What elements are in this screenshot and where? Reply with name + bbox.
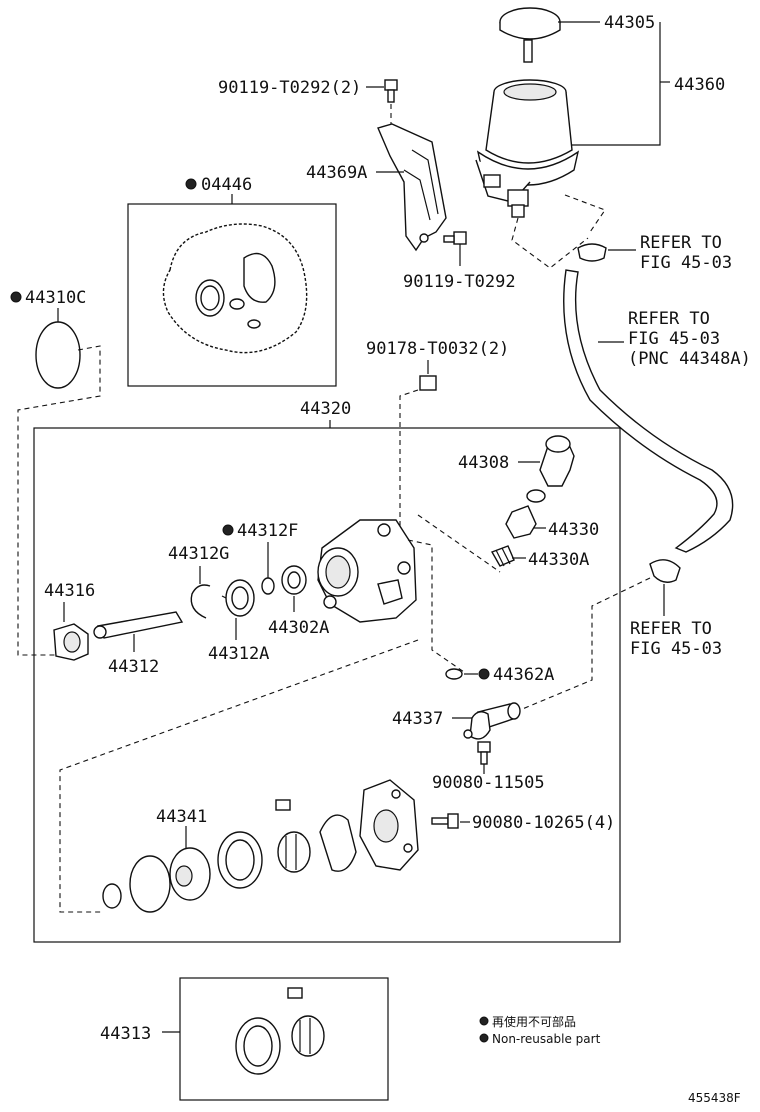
spring-44330A: [490, 545, 515, 567]
label-44330A: 44330A: [528, 550, 589, 570]
shaft-44312: [93, 611, 184, 639]
label-refer-1a: REFER TO: [640, 233, 722, 253]
seal-44302A: [281, 565, 307, 595]
label-44362A: 44362A: [493, 665, 554, 685]
box-44320: [33, 427, 621, 943]
label-44308: 44308: [458, 453, 509, 473]
non-reusable-dot-44362A: [478, 668, 490, 680]
cam-ring-44313: [235, 1017, 281, 1075]
dash-o-ring: [17, 345, 101, 656]
gasket-cover: [319, 814, 357, 872]
label-44305: 44305: [604, 13, 655, 33]
label-44341: 44341: [156, 807, 207, 827]
legend-dot-en: [479, 1033, 489, 1043]
bolt-90119-a: [384, 79, 398, 103]
dash-reservoir-hose-2: [564, 194, 606, 233]
bolt-90119-b: [443, 231, 467, 245]
side-plate-44341: [169, 847, 211, 901]
label-44312G: 44312G: [168, 544, 229, 564]
pulley-44316: [53, 623, 89, 661]
figure-code: 455438F: [688, 1091, 741, 1105]
label-refer-3b: FIG 45-03: [630, 639, 722, 659]
cam-ring: [217, 831, 263, 889]
legend-dot-jp: [479, 1016, 489, 1026]
label-44360: 44360: [674, 75, 725, 95]
label-44312: 44312: [108, 657, 159, 677]
bracket-44369A: [377, 123, 447, 252]
dash-housing-outlet: [407, 539, 465, 673]
non-reusable-dot-44312F: [222, 524, 234, 536]
pump-housing: [317, 519, 417, 623]
bearing-44312A: [221, 579, 255, 617]
valve-44330: [505, 505, 537, 539]
label-44330: 44330: [548, 520, 599, 540]
label-44320: 44320: [300, 399, 351, 419]
union-44337: [463, 702, 521, 740]
reservoir-tank: [475, 79, 580, 218]
label-44337: 44337: [392, 709, 443, 729]
gasket-kit: [162, 223, 308, 354]
label-44312A: 44312A: [208, 644, 269, 664]
reservoir-cap: [499, 7, 561, 63]
legend-en: Non-reusable part: [492, 1032, 601, 1046]
vane-44313: [287, 987, 303, 999]
o-ring-44308: [526, 489, 546, 503]
label-90119-a: 90119-T0292(2): [218, 78, 361, 98]
o-ring-44310C: [35, 321, 81, 389]
dash-housing-lower: [59, 639, 419, 913]
non-reusable-dot-04446: [185, 178, 197, 190]
dash-valve: [417, 514, 501, 573]
bolt-90080-10265: [431, 813, 459, 829]
dash-clamp-bottom: [519, 577, 651, 711]
seal-44312F: [261, 577, 275, 595]
label-refer-2b: FIG 45-03: [628, 329, 720, 349]
o-ring-44362A: [445, 668, 463, 680]
non-reusable-dot-44310C: [10, 291, 22, 303]
legend-jp: 再使用不可部品: [492, 1014, 576, 1029]
vane: [275, 799, 291, 811]
nut-90178: [419, 375, 437, 391]
hose-clamp-top: [577, 243, 607, 262]
label-44316: 44316: [44, 581, 95, 601]
label-refer-2c: (PNC 44348A): [628, 349, 751, 369]
bolt-90080-11505: [477, 741, 491, 765]
box-04446: [127, 203, 337, 387]
dash-reservoir-hose: [511, 217, 589, 269]
return-hose: [563, 269, 734, 553]
rotor: [277, 831, 311, 873]
label-90178: 90178-T0032(2): [366, 339, 509, 359]
label-refer-2a: REFER TO: [628, 309, 710, 329]
dash-nut: [399, 389, 419, 528]
fitting-44308: [539, 435, 575, 487]
label-refer-1b: FIG 45-03: [640, 253, 732, 273]
box-44313: [179, 977, 389, 1101]
label-44310C: 44310C: [25, 288, 86, 308]
bracket-44360: [570, 22, 661, 146]
rotor-44313: [291, 1015, 325, 1057]
label-90119-b: 90119-T0292: [403, 272, 516, 292]
label-90080-10265: 90080-10265(4): [472, 813, 615, 833]
snap-ring-44312G: [190, 584, 211, 619]
label-44369A: 44369A: [306, 163, 367, 183]
label-44302A: 44302A: [268, 618, 329, 638]
label-44313: 44313: [100, 1024, 151, 1044]
hose-clamp-bottom: [649, 559, 681, 583]
label-44312F: 44312F: [237, 521, 298, 541]
label-90080-11505: 90080-11505: [432, 773, 545, 793]
large-o-ring: [129, 855, 171, 913]
label-refer-3a: REFER TO: [630, 619, 712, 639]
label-04446: 04446: [201, 175, 252, 195]
rear-housing: [359, 779, 419, 871]
small-o-ring: [102, 883, 122, 909]
